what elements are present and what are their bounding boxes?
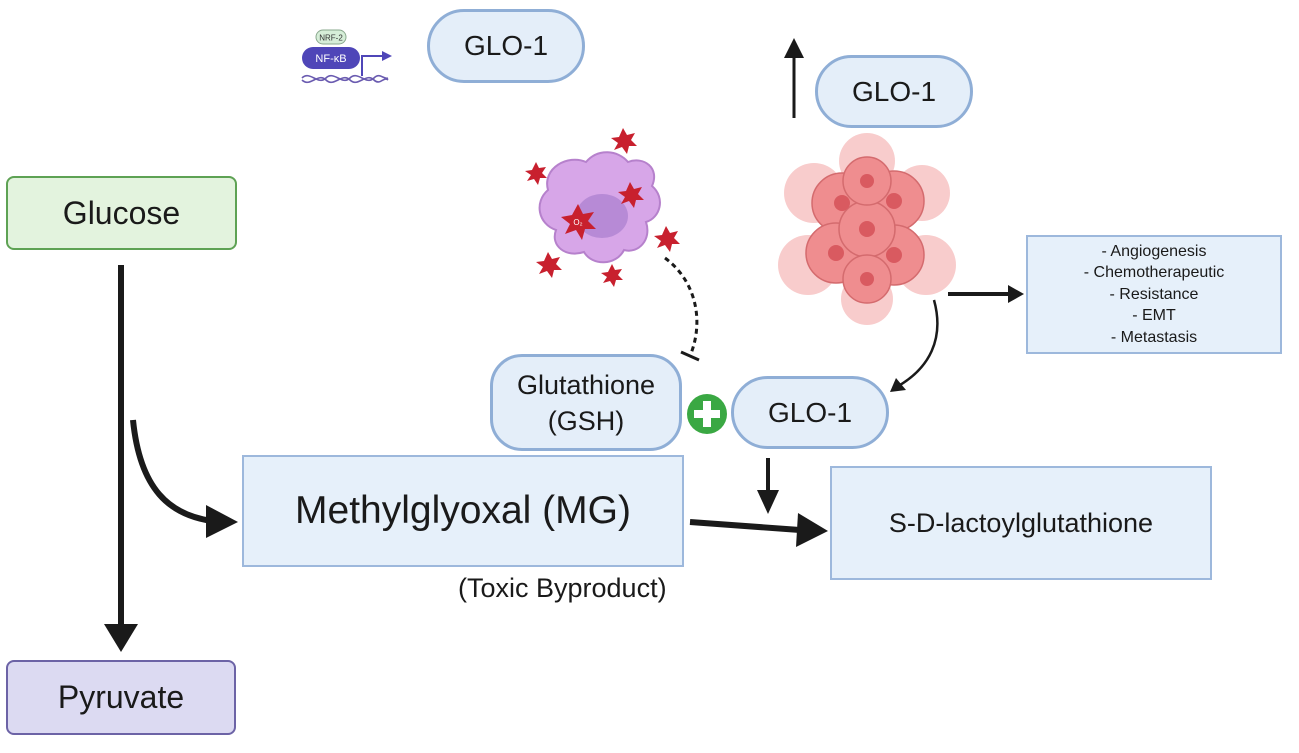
arrowhead-mg <box>206 505 238 538</box>
methylglyoxal-node: Methylglyoxal (MG) <box>242 455 684 567</box>
effect-item: - EMT <box>1132 307 1176 325</box>
nfkb-transcription-icon: NRF-2 NF-κB <box>301 29 392 84</box>
macrophage-ros-icon: O₂ <box>525 128 680 287</box>
nrf2-label: NRF-2 <box>319 34 343 43</box>
effect-item: - Chemotherapeutic <box>1083 264 1225 282</box>
glo1-node-mid: GLO-1 <box>731 376 889 449</box>
arrowhead-up <box>784 38 804 58</box>
arrowhead-tumor-glo1 <box>890 378 906 392</box>
tumor-effects-list: - Angiogenesis - Chemotherapeutic - Resi… <box>1026 235 1282 354</box>
toxic-byproduct-note: (Toxic Byproduct) <box>458 573 667 603</box>
effect-item: - Resistance <box>1109 285 1199 303</box>
ros-label: O₂ <box>573 218 582 227</box>
ros-star-icon: O₂ <box>561 204 596 240</box>
tumor-cell-cluster-icon <box>778 133 956 325</box>
arrowhead-pyruvate <box>104 624 138 652</box>
lactoylglutathione-node: S-D-lactoylglutathione <box>830 466 1212 580</box>
glutathione-node: Glutathione (GSH) <box>490 354 682 451</box>
arrow-glucose-to-mg <box>130 419 213 524</box>
effect-item: - Angiogenesis <box>1101 242 1207 260</box>
glo1-node-top: GLO-1 <box>427 9 585 83</box>
inhibition-bar <box>680 350 700 362</box>
effect-item: - Metastasis <box>1110 328 1198 346</box>
arrowhead-glo1-down <box>757 490 779 514</box>
arrow-mg-to-sdl <box>689 519 801 533</box>
arrow-tumor-to-glo1 <box>899 299 939 387</box>
pyruvate-node: Pyruvate <box>6 660 236 735</box>
glucose-node: Glucose <box>6 176 237 250</box>
glutathione-label: Glutathione <box>516 369 656 400</box>
nfkb-label: NF-κB <box>315 53 346 65</box>
plus-icon <box>687 394 727 434</box>
arrowhead-effects <box>1008 285 1024 303</box>
glo1-node-right: GLO-1 <box>815 55 973 128</box>
inhibition-dashed-line <box>664 256 699 357</box>
gsh-label: (GSH) <box>547 405 625 436</box>
arrowhead-sdl <box>796 513 828 547</box>
